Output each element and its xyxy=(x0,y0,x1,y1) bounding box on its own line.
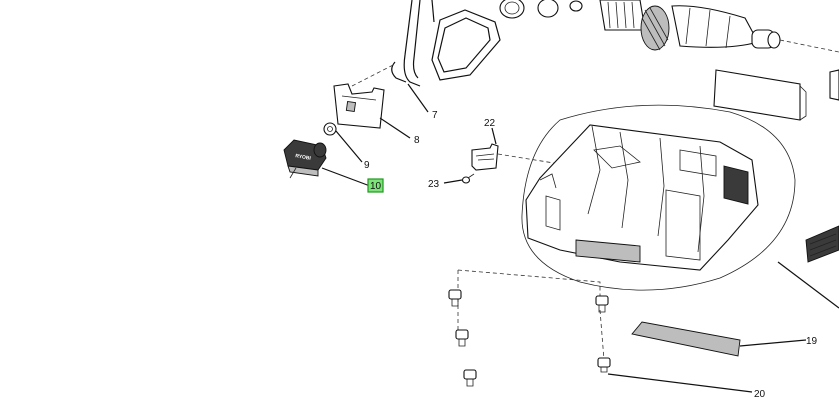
callout-7: 7 xyxy=(432,110,438,121)
screw-part-23 xyxy=(461,173,475,184)
leader-lines xyxy=(321,83,807,393)
bracket-part-8 xyxy=(333,63,396,129)
label-strip-part-19 xyxy=(631,321,741,357)
top-small-parts xyxy=(499,0,583,19)
motor-armature xyxy=(599,0,839,53)
callout-20: 20 xyxy=(754,389,766,400)
callout-8: 8 xyxy=(414,135,420,146)
callout-10: 10 xyxy=(370,181,382,192)
screw-a xyxy=(448,289,462,307)
screws-part-20 xyxy=(448,269,611,387)
washer-part-9 xyxy=(323,122,337,136)
callout-10-highlight xyxy=(367,178,384,193)
contact-bracket-part-22 xyxy=(471,143,561,171)
right-edge-parts xyxy=(713,69,839,309)
callout-19: 19 xyxy=(806,336,818,347)
main-housing xyxy=(521,104,796,291)
callout-9: 9 xyxy=(364,160,370,171)
callout-23: 23 xyxy=(428,179,440,190)
switch-button-part-10: RYOBI xyxy=(283,139,327,179)
brand-mark-text: RYOBI xyxy=(295,153,312,162)
frame-handle-part-7 xyxy=(391,0,501,87)
screw-e xyxy=(463,369,477,387)
callout-labels: 7 8 9 10 19 20 22 23 xyxy=(364,110,818,400)
screw-d xyxy=(597,357,611,373)
screw-c xyxy=(455,329,469,347)
screw-b xyxy=(595,295,609,313)
callout-22: 22 xyxy=(484,118,496,129)
